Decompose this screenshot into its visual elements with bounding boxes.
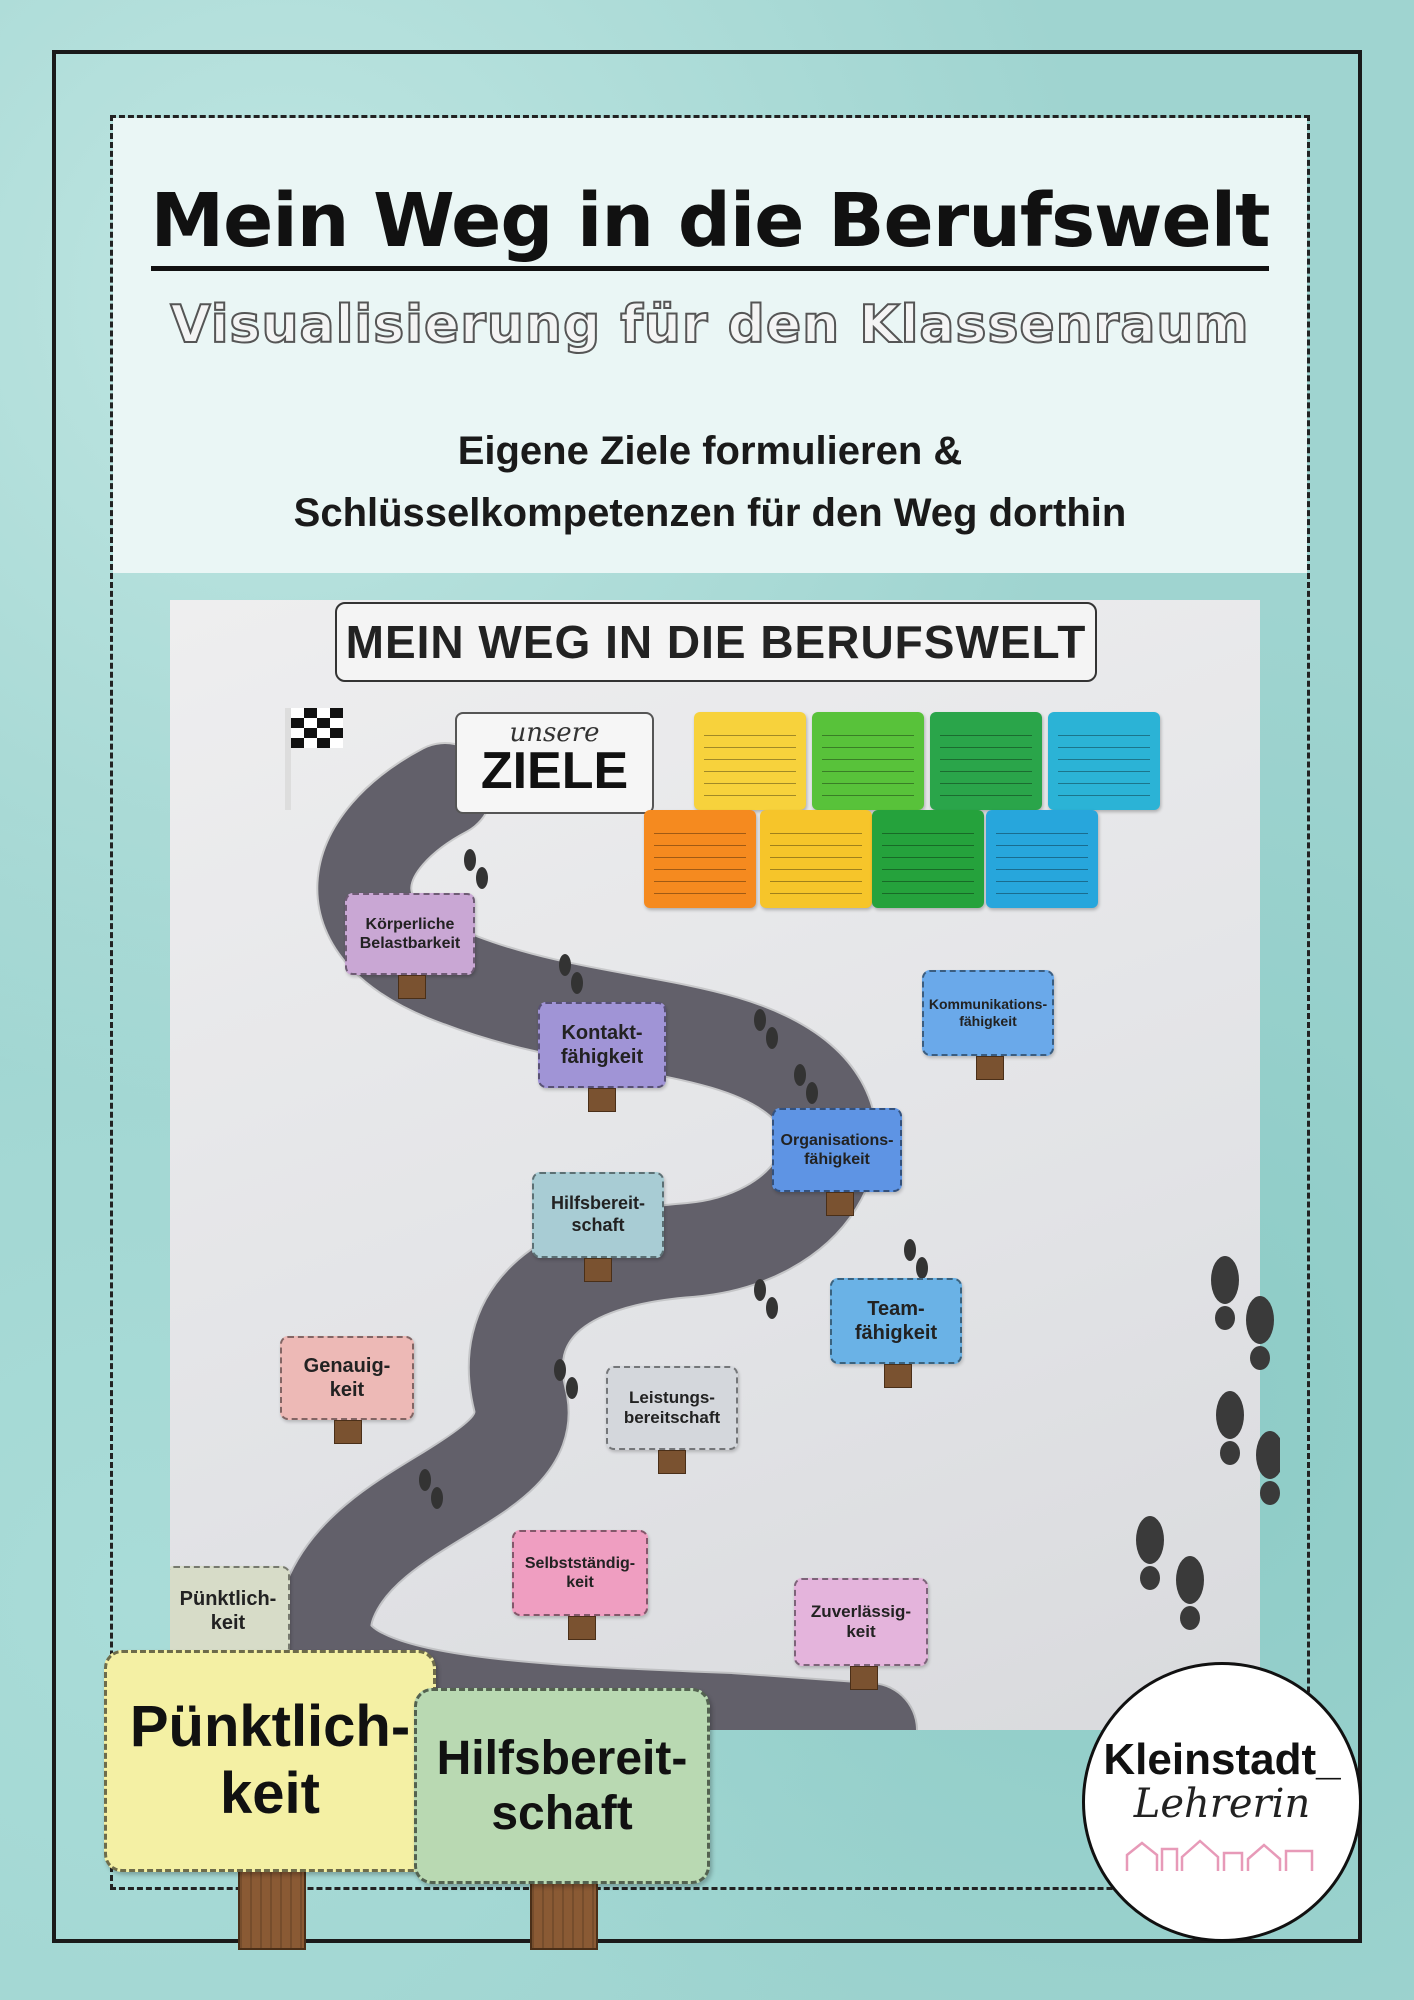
footprints-icon — [419, 849, 928, 1729]
page-subtitle: Visualisierung für den Klassenraum — [169, 294, 1250, 356]
classroom-photo: MEIN WEG IN DIE BERUFSWELT unsere ZIELE … — [170, 600, 1260, 1730]
page-title: Mein Weg in die Berufswelt — [113, 178, 1307, 271]
sign-post — [398, 975, 426, 999]
lead-text: Eigene Ziele formulieren & Schlüsselkomp… — [113, 420, 1307, 544]
checkered-flag-icon — [285, 708, 343, 810]
sign-post — [884, 1364, 912, 1388]
sign-post — [334, 1420, 362, 1444]
foreground-sign-puenktlichkeit: Pünktlich- keit — [104, 1650, 436, 1872]
sign-post — [826, 1192, 854, 1216]
town-skyline-icon — [1125, 1839, 1314, 1871]
sign-leistungsbereitschaft: Leistungs- bereitschaft — [606, 1366, 738, 1450]
foreground-sign-hilfsbereitschaft: Hilfsbereit- schaft — [414, 1688, 710, 1884]
sign-teamfaehigkeit: Team- fähigkeit — [830, 1278, 962, 1364]
goal-note — [760, 810, 872, 908]
goal-note — [986, 810, 1098, 908]
lead-line-1: Eigene Ziele formulieren & — [457, 429, 963, 473]
sign-post — [850, 1666, 878, 1690]
outer-frame — [52, 50, 1362, 1943]
sign-post-large — [238, 1868, 306, 1950]
brand-logo: Kleinstadt_ Lehrerin — [1082, 1662, 1362, 1942]
logo-top-text: Kleinstadt_ — [1103, 1735, 1341, 1784]
ziele-big-label: ZIELE — [480, 742, 629, 800]
sign-puenktlichkeit-small: Pünktlich- keit — [170, 1566, 290, 1656]
photo-banner: MEIN WEG IN DIE BERUFSWELT — [335, 602, 1097, 682]
footprints-icon — [1136, 1256, 1280, 1630]
sign-post — [976, 1056, 1004, 1080]
goal-note — [644, 810, 756, 908]
sign-post — [658, 1450, 686, 1474]
sign-selbststaendigkeit: Selbstständig- keit — [512, 1530, 648, 1616]
sign-zuverlaessigkeit: Zuverlässig- keit — [794, 1578, 928, 1666]
goal-note — [812, 712, 924, 810]
sign-post — [584, 1258, 612, 1282]
sign-kommunikationsfaehigkeit: Kommunikations- fähigkeit — [922, 970, 1054, 1056]
goal-note — [872, 810, 984, 908]
logo-bottom-text: Lehrerin — [1133, 1781, 1311, 1827]
sign-genauigkeit: Genauig- keit — [280, 1336, 414, 1420]
sign-hilfsbereitschaft: Hilfsbereit- schaft — [532, 1172, 664, 1258]
sign-post — [568, 1616, 596, 1640]
sign-koerperliche-belastbarkeit: Körperliche Belastbarkeit — [345, 893, 475, 975]
sign-post — [588, 1088, 616, 1112]
sign-organisationsfaehigkeit: Organisations- fähigkeit — [772, 1108, 902, 1192]
dashed-frame — [110, 115, 1310, 1890]
goal-note — [694, 712, 806, 810]
ziele-small-label: unsere — [509, 718, 600, 748]
sign-kontaktfaehigkeit: Kontakt- fähigkeit — [538, 1002, 666, 1088]
ziele-card: unsere ZIELE — [455, 712, 654, 814]
goal-note — [930, 712, 1042, 810]
header-panel — [113, 118, 1307, 573]
goal-note — [1048, 712, 1160, 810]
lead-line-2: Schlüsselkompetenzen für den Weg dorthin — [293, 491, 1127, 535]
